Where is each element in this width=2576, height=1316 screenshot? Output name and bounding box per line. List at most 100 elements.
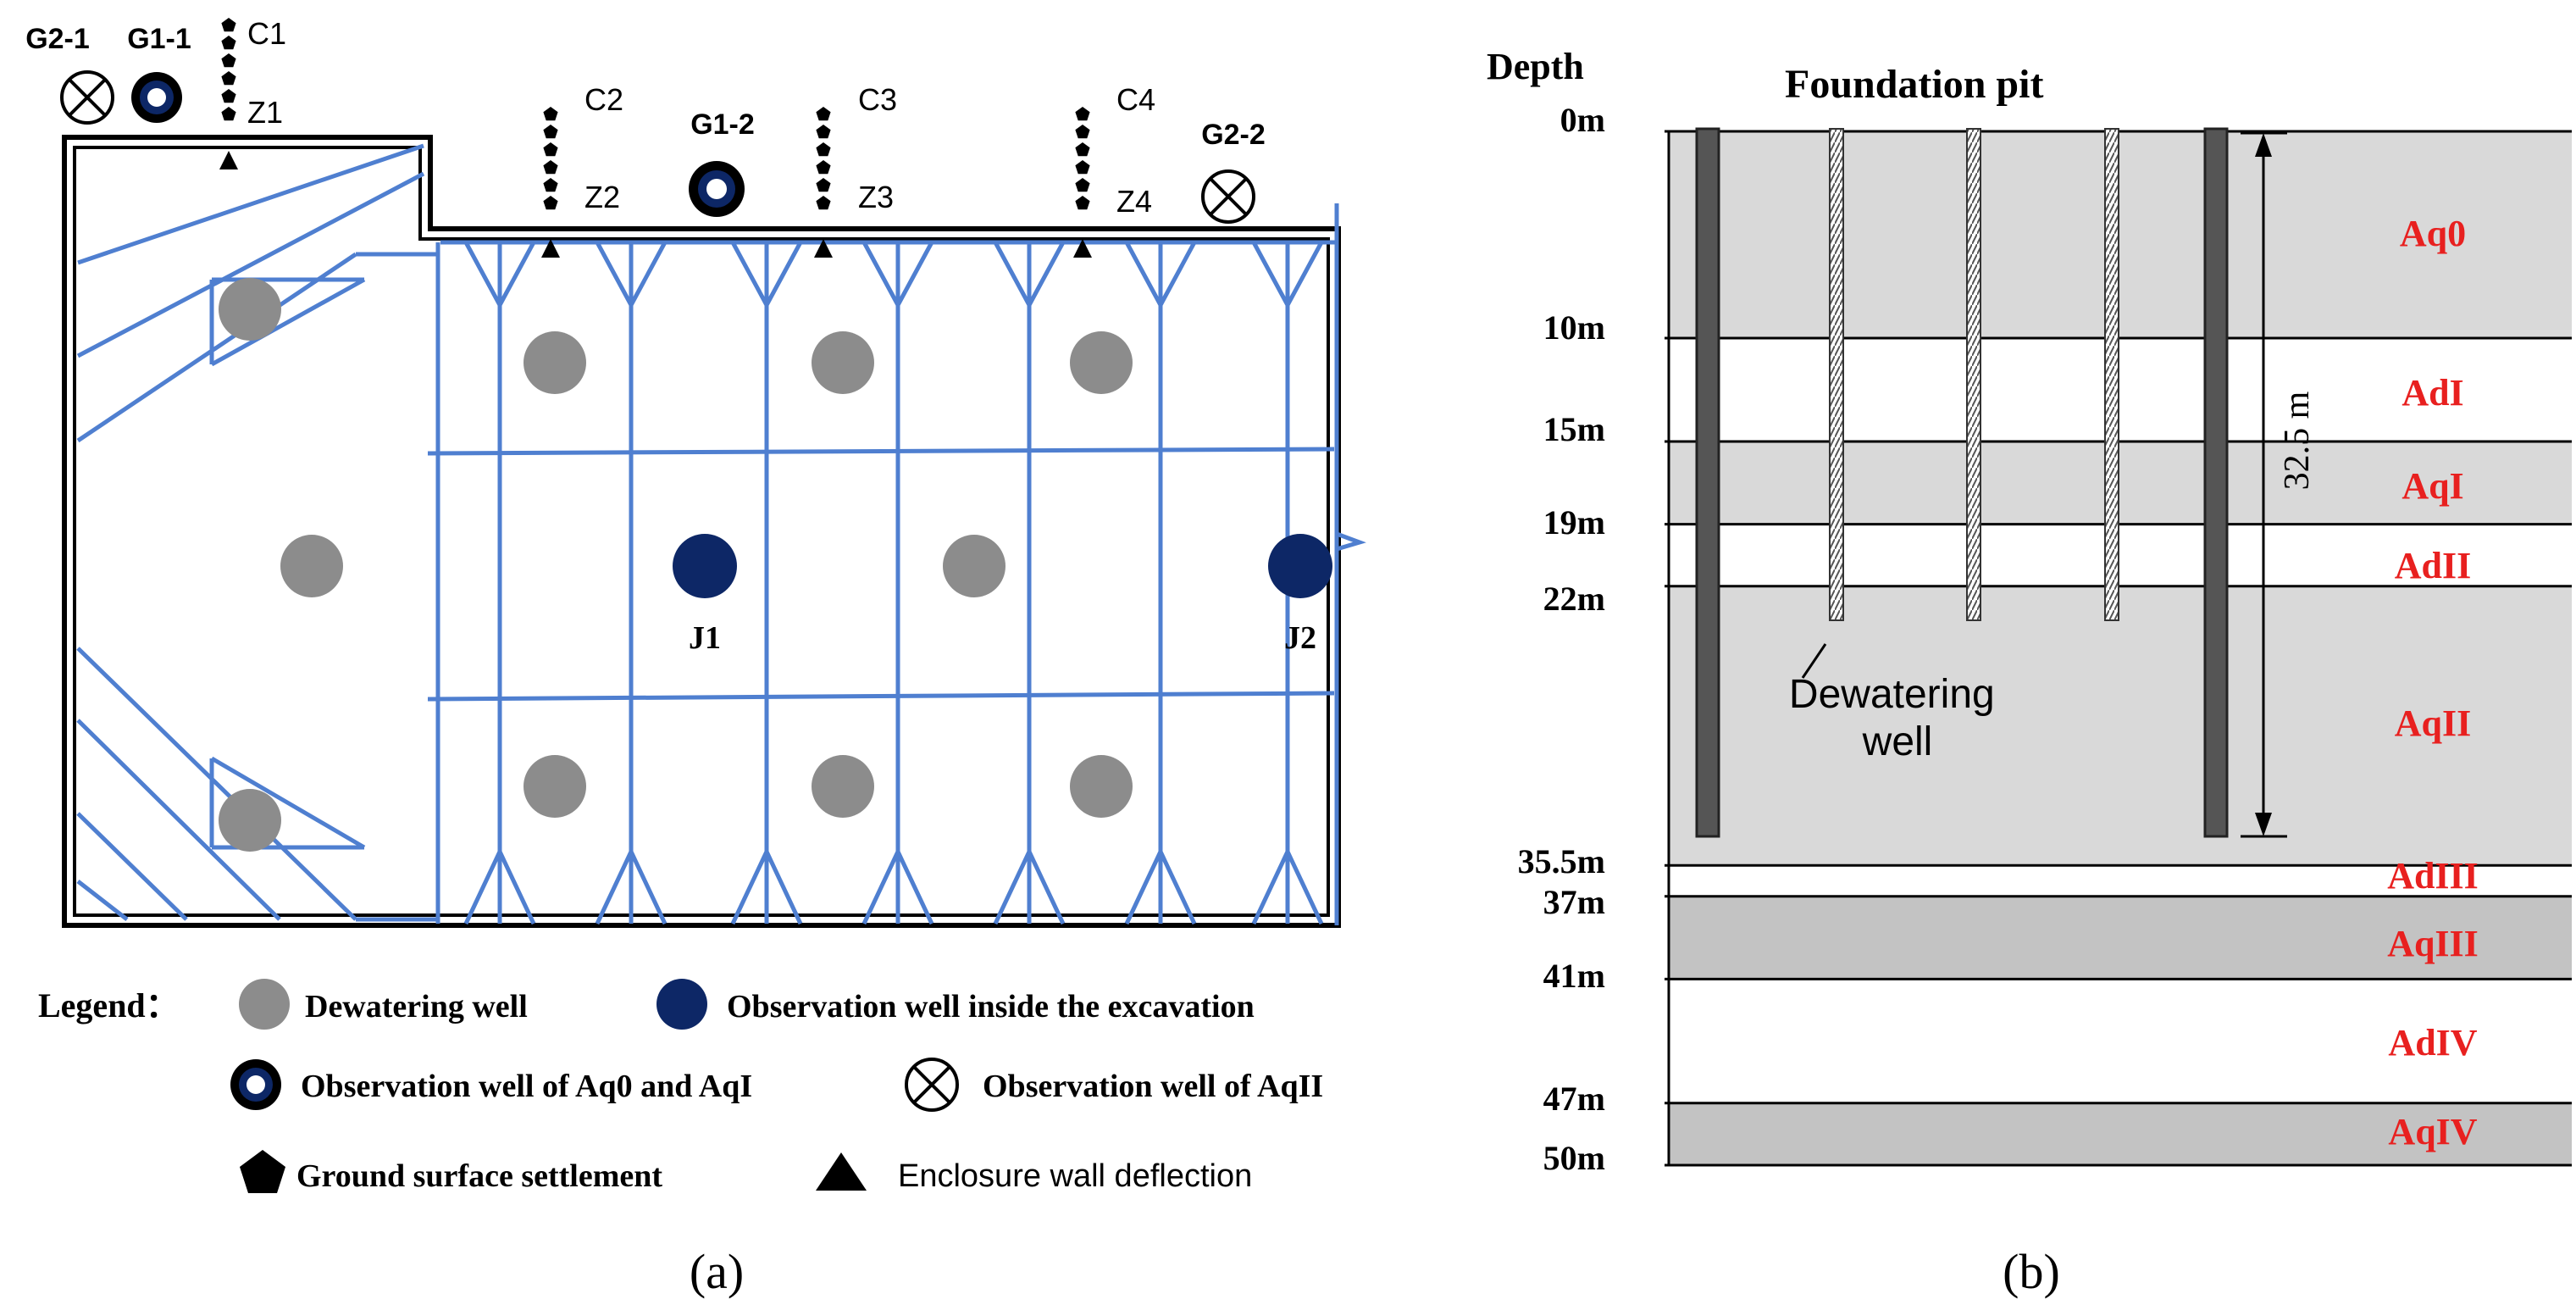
stratum-aqiv bbox=[1669, 1102, 2572, 1165]
deflection-point bbox=[1073, 239, 1092, 258]
settlement-point bbox=[221, 36, 236, 50]
label-z4: Z4 bbox=[1116, 184, 1152, 219]
label-z3: Z3 bbox=[858, 180, 894, 214]
stratum-aqiii bbox=[1669, 896, 2572, 980]
deflection-point bbox=[219, 151, 238, 169]
settlement-point bbox=[1075, 142, 1090, 157]
legend: Legend： Dewatering well Observation well… bbox=[38, 979, 1323, 1194]
depth-label: 10m bbox=[1543, 308, 1605, 347]
dewatering-well-3 bbox=[2104, 128, 2119, 621]
dewatering-well bbox=[524, 331, 586, 394]
depth-label: 50m bbox=[1543, 1139, 1605, 1177]
depth-label: 41m bbox=[1543, 957, 1605, 995]
dewatering-well bbox=[524, 755, 586, 818]
pentagon-icon bbox=[240, 1150, 285, 1193]
dewatering-well-2 bbox=[1966, 128, 1981, 621]
depth-label: 35.5m bbox=[1518, 842, 1605, 880]
label-g1-2: G1-2 bbox=[690, 108, 755, 141]
observation-well-g2-1 bbox=[60, 70, 114, 125]
stratum-aqii bbox=[1669, 586, 2572, 866]
settlement-point bbox=[221, 89, 236, 103]
dewatering-well bbox=[812, 331, 874, 394]
monitoring-points bbox=[219, 18, 1092, 258]
depth-label: 37m bbox=[1543, 883, 1605, 921]
settlement-point bbox=[221, 107, 236, 121]
depth-label: 15m bbox=[1543, 410, 1605, 448]
stratum-aq0 bbox=[1669, 131, 2572, 338]
dewatering-well-icon bbox=[239, 979, 290, 1030]
depth-label: 0m bbox=[1560, 101, 1605, 139]
label-c1: C1 bbox=[247, 16, 286, 51]
depth-label: 22m bbox=[1543, 580, 1605, 618]
layer-label: AdI bbox=[2401, 372, 2463, 414]
settlement-point bbox=[1075, 160, 1090, 175]
label-g1-1: G1-1 bbox=[127, 23, 191, 55]
layer-label: AdIV bbox=[2388, 1022, 2477, 1063]
layer-label: AqIV bbox=[2388, 1111, 2477, 1152]
caption-a: (a) bbox=[690, 1244, 744, 1299]
layer-label: AqI bbox=[2401, 465, 2463, 507]
layer-label: AqIII bbox=[2387, 923, 2479, 964]
enclosure-wall-right bbox=[2203, 127, 2229, 838]
dewatering-well bbox=[943, 535, 1005, 597]
pit-header: Foundation pit bbox=[1785, 62, 2043, 107]
observation-well-j2 bbox=[1268, 534, 1332, 598]
dewatering-well bbox=[219, 789, 281, 852]
label-c4: C4 bbox=[1116, 82, 1155, 117]
well-label: Dewatering well bbox=[1789, 672, 2006, 764]
caption-b: (b) bbox=[2003, 1244, 2060, 1299]
depth-header: Depth bbox=[1487, 46, 1584, 87]
panel-b-cross-section: 0m10m15m19m22m35.5m37m41m47m50mAq0AdIAqI… bbox=[1487, 46, 2572, 1299]
dewatering-well bbox=[219, 278, 281, 341]
label-j2: J2 bbox=[1284, 620, 1316, 656]
observation-well-cross-icon bbox=[905, 1058, 959, 1112]
settlement-point bbox=[816, 107, 831, 121]
label-z1: Z1 bbox=[247, 95, 283, 130]
legend-wall-deflection: Enclosure wall deflection bbox=[898, 1158, 1252, 1194]
settlement-point bbox=[543, 107, 558, 121]
settlement-point bbox=[543, 178, 558, 192]
deflection-point bbox=[541, 239, 560, 258]
dewatering-wells bbox=[219, 278, 1133, 852]
label-g2-2: G2-2 bbox=[1201, 119, 1266, 151]
label-j1: J1 bbox=[689, 620, 721, 656]
legend-ground-settlement: Ground surface settlement bbox=[296, 1158, 662, 1194]
settlement-point bbox=[543, 196, 558, 210]
wall-depth-dimension bbox=[2241, 131, 2287, 838]
label-c3: C3 bbox=[858, 82, 897, 117]
legend-dewatering-well: Dewatering well bbox=[305, 989, 528, 1024]
layer-label: AdII bbox=[2395, 545, 2472, 586]
settlement-point bbox=[816, 196, 831, 210]
dewatering-well bbox=[1070, 331, 1133, 394]
wall-depth-label: 32.5 m bbox=[2278, 391, 2317, 490]
settlement-point bbox=[816, 142, 831, 157]
label-g2-1: G2-1 bbox=[25, 23, 90, 55]
label-c2: C2 bbox=[584, 82, 623, 117]
observation-well-g2-2 bbox=[1201, 169, 1255, 224]
observation-well-g1-1 bbox=[131, 72, 182, 123]
settlement-point bbox=[543, 125, 558, 139]
layer-label: Aq0 bbox=[2400, 213, 2466, 254]
settlement-point bbox=[816, 125, 831, 139]
triangle-icon bbox=[816, 1152, 867, 1191]
settlement-point bbox=[1075, 178, 1090, 192]
dewatering-well bbox=[280, 535, 343, 597]
legend-observation-inside: Observation well inside the excavation bbox=[727, 989, 1255, 1024]
observation-well-inside-icon bbox=[656, 979, 707, 1030]
settlement-point bbox=[816, 178, 831, 192]
observation-well-j1 bbox=[673, 534, 737, 598]
well-leader-line bbox=[1801, 643, 1827, 679]
settlement-point bbox=[221, 53, 236, 68]
observation-well-g1-2 bbox=[689, 161, 745, 217]
settlement-point bbox=[1075, 107, 1090, 121]
settlement-point bbox=[1075, 196, 1090, 210]
settlement-point bbox=[221, 18, 236, 32]
settlement-point bbox=[816, 160, 831, 175]
label-z2: Z2 bbox=[584, 180, 620, 214]
deflection-point bbox=[814, 239, 833, 258]
settlement-point bbox=[1075, 125, 1090, 139]
dewatering-well-1 bbox=[1829, 128, 1844, 621]
observation-well-ring-icon bbox=[230, 1059, 281, 1110]
layer-label: AqII bbox=[2395, 702, 2472, 744]
